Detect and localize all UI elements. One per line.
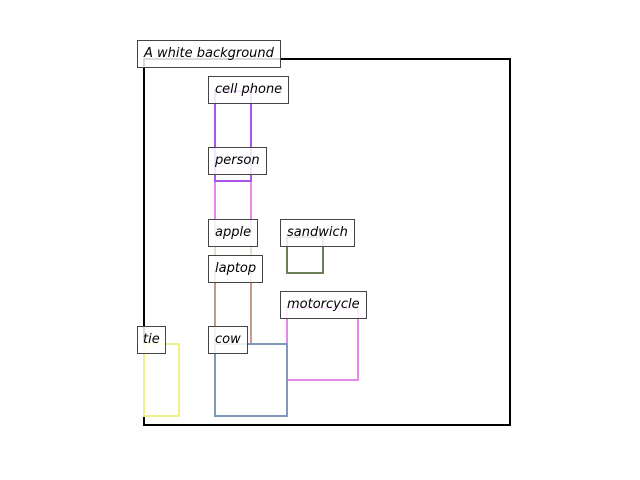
box-person <box>214 90 252 345</box>
scene-frame <box>143 58 511 426</box>
label-cow: cow <box>208 326 248 354</box>
box-cow <box>214 343 288 417</box>
label-sandwich: sandwich <box>280 219 355 247</box>
box-tie <box>143 343 180 417</box>
label-cell-phone: cell phone <box>208 76 290 104</box>
scene-caption-label: A white background <box>137 40 281 68</box>
label-motorcycle: motorcycle <box>280 291 367 319</box>
label-tie: tie <box>137 326 166 354</box>
label-laptop: laptop <box>208 255 264 283</box>
label-apple: apple <box>208 219 259 247</box>
label-person: person <box>208 147 267 175</box>
